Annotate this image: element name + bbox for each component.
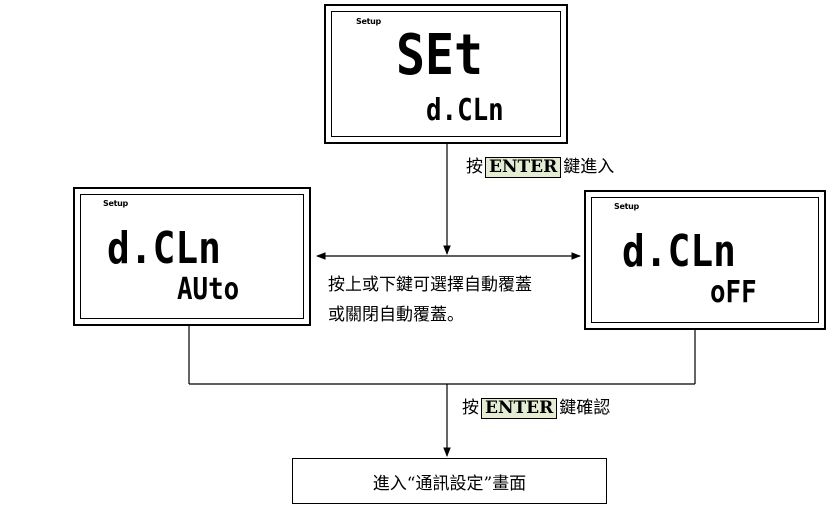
right-lcd-screen: Setup d.CLn oFF	[591, 197, 819, 323]
enter-key-label: ENTER	[481, 398, 558, 419]
left-lcd-screen: Setup d.CLn AUto	[80, 194, 304, 319]
enter-key-label: ENTER	[485, 157, 562, 178]
lcd-main-text: d.CLn	[622, 226, 736, 277]
lcd-main-text: SEt	[396, 23, 483, 88]
right-lcd-display: Setup d.CLn oFF	[584, 190, 826, 330]
lcd-sub-text: oFF	[710, 275, 757, 310]
left-lcd-display: Setup d.CLn AUto	[73, 187, 311, 326]
setup-indicator: Setup	[103, 199, 128, 208]
selection-note-line1: 按上或下鍵可選擇自動覆蓋	[328, 275, 532, 295]
top-lcd-screen: Setup SEt d.CLn	[331, 11, 561, 137]
setup-indicator: Setup	[614, 202, 639, 211]
destination-text: 進入“通訊設定”畫面	[372, 473, 527, 494]
setup-indicator: Setup	[356, 17, 381, 26]
step2-prefix: 按	[462, 398, 479, 418]
step2-suffix: 鍵確認	[559, 398, 611, 418]
lcd-sub-text: AUto	[177, 272, 240, 307]
step1-suffix: 鍵進入	[563, 157, 615, 177]
destination-box: 進入“通訊設定”畫面	[292, 458, 607, 504]
lcd-main-text: d.CLn	[107, 223, 221, 274]
lcd-sub-text: d.CLn	[426, 93, 504, 128]
step1-prefix: 按	[466, 157, 483, 177]
top-lcd-display: Setup SEt d.CLn	[324, 4, 568, 144]
selection-note-line2: 或關閉自動覆蓋。	[328, 305, 464, 325]
